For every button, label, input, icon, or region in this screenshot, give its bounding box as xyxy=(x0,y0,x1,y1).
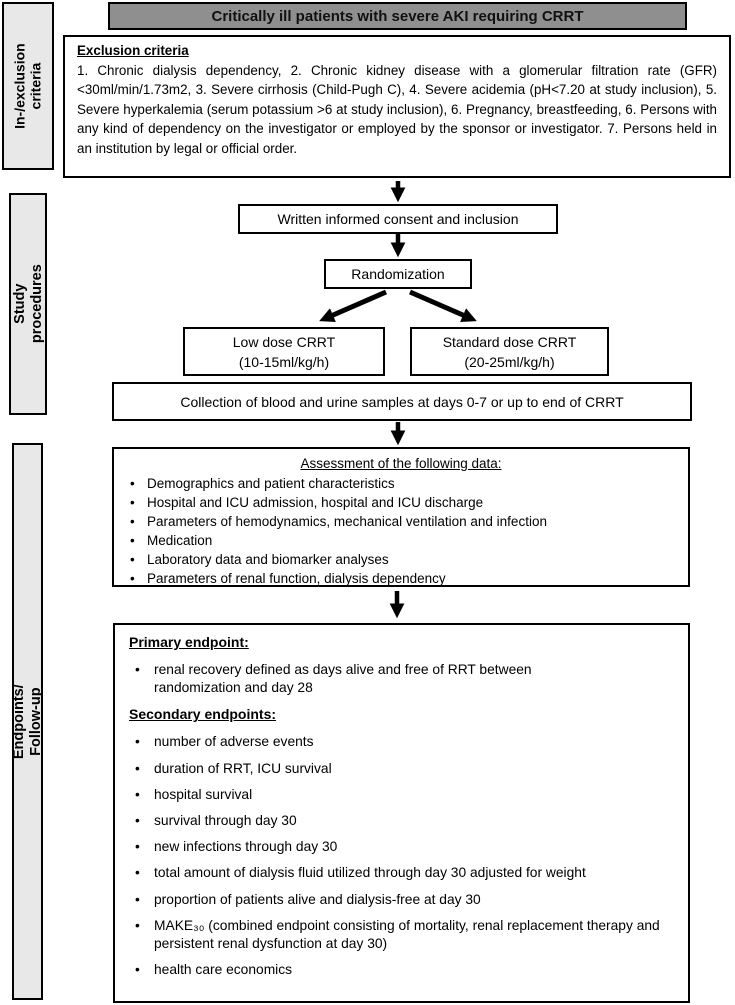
section-label-endpoints-followup: Endpoints/ Follow-up xyxy=(10,684,44,759)
standard-dose-arm-box: Standard dose CRRT (20-25ml/kg/h) xyxy=(410,327,609,376)
secondary-endpoint-item: new infections through day 30 xyxy=(129,838,671,856)
primary-endpoint-list: renal recovery defined as days alive and… xyxy=(129,661,674,697)
assessment-heading: Assessment of the following data: xyxy=(300,456,502,471)
secondary-endpoint-item: MAKE₃₀ (combined endpoint consisting of … xyxy=(129,917,671,953)
assessment-list: Demographics and patient characteristics… xyxy=(126,474,676,588)
secondary-endpoints-heading: Secondary endpoints: xyxy=(129,706,277,723)
secondary-endpoint-item: health care economics xyxy=(129,961,671,979)
assessment-item: Hospital and ICU admission, hospital and… xyxy=(126,493,676,512)
low-dose-line1: Low dose CRRT xyxy=(232,333,336,350)
assessment-item: Laboratory data and biomarker analyses xyxy=(126,550,676,569)
sample-collection-text: Collection of blood and urine samples at… xyxy=(180,393,624,410)
title-text: Critically ill patients with severe AKI … xyxy=(211,7,584,25)
exclusion-criteria-box: Exclusion criteria 1. Chronic dialysis d… xyxy=(63,35,731,178)
secondary-endpoint-item: survival through day 30 xyxy=(129,812,671,830)
consent-box: Written informed consent and inclusion xyxy=(238,204,558,234)
low-dose-line2: (10-15ml/kg/h) xyxy=(238,353,330,370)
section-study-procedures: Study procedures xyxy=(9,193,47,415)
primary-endpoint-item: renal recovery defined as days alive and… xyxy=(129,661,574,697)
sample-collection-box: Collection of blood and urine samples at… xyxy=(112,382,692,421)
assessment-item: Demographics and patient characteristics xyxy=(126,474,676,493)
randomization-text: Randomization xyxy=(351,266,445,282)
low-dose-arm-box: Low dose CRRT (10-15ml/kg/h) xyxy=(183,327,385,376)
assessment-box: Assessment of the following data: Demogr… xyxy=(112,447,690,588)
consent-text: Written informed consent and inclusion xyxy=(277,211,519,227)
secondary-endpoint-item: hospital survival xyxy=(129,786,671,804)
section-endpoints-followup: Endpoints/ Follow-up xyxy=(10,443,44,1000)
randomization-box: Randomization xyxy=(324,259,472,289)
secondary-endpoint-item: number of adverse events xyxy=(129,733,671,751)
section-inclusion-exclusion-criteria: In-/exclusion criteria xyxy=(2,2,54,170)
secondary-endpoint-item: duration of RRT, ICU survival xyxy=(129,760,671,778)
assessment-item: Parameters of renal function, dialysis d… xyxy=(126,569,676,588)
assessment-item: Medication xyxy=(126,531,676,550)
secondary-endpoints-list: number of adverse events duration of RRT… xyxy=(129,733,674,979)
arrow-randomization-to-standard-dose-icon xyxy=(409,289,477,322)
primary-endpoint-heading: Primary endpoint: xyxy=(129,634,249,650)
standard-dose-line2: (20-25ml/kg/h) xyxy=(464,353,555,370)
assessment-item: Parameters of hemodynamics, mechanical v… xyxy=(126,512,676,531)
section-label-inclusion-exclusion: In-/exclusion criteria xyxy=(11,43,45,129)
secondary-endpoint-item: proportion of patients alive and dialysi… xyxy=(129,891,671,909)
standard-dose-line1: Standard dose CRRT xyxy=(442,333,577,350)
secondary-endpoint-item: total amount of dialysis fluid utilized … xyxy=(129,864,671,882)
endpoints-box: Primary endpoint: renal recovery defined… xyxy=(113,623,690,1003)
exclusion-body: 1. Chronic dialysis dependency, 2. Chron… xyxy=(77,62,717,156)
section-label-study-procedures: Study procedures xyxy=(11,264,44,344)
arrow-randomization-to-low-dose-icon xyxy=(319,289,387,322)
title-banner: Critically ill patients with severe AKI … xyxy=(108,2,687,30)
exclusion-heading: Exclusion criteria xyxy=(77,43,189,58)
